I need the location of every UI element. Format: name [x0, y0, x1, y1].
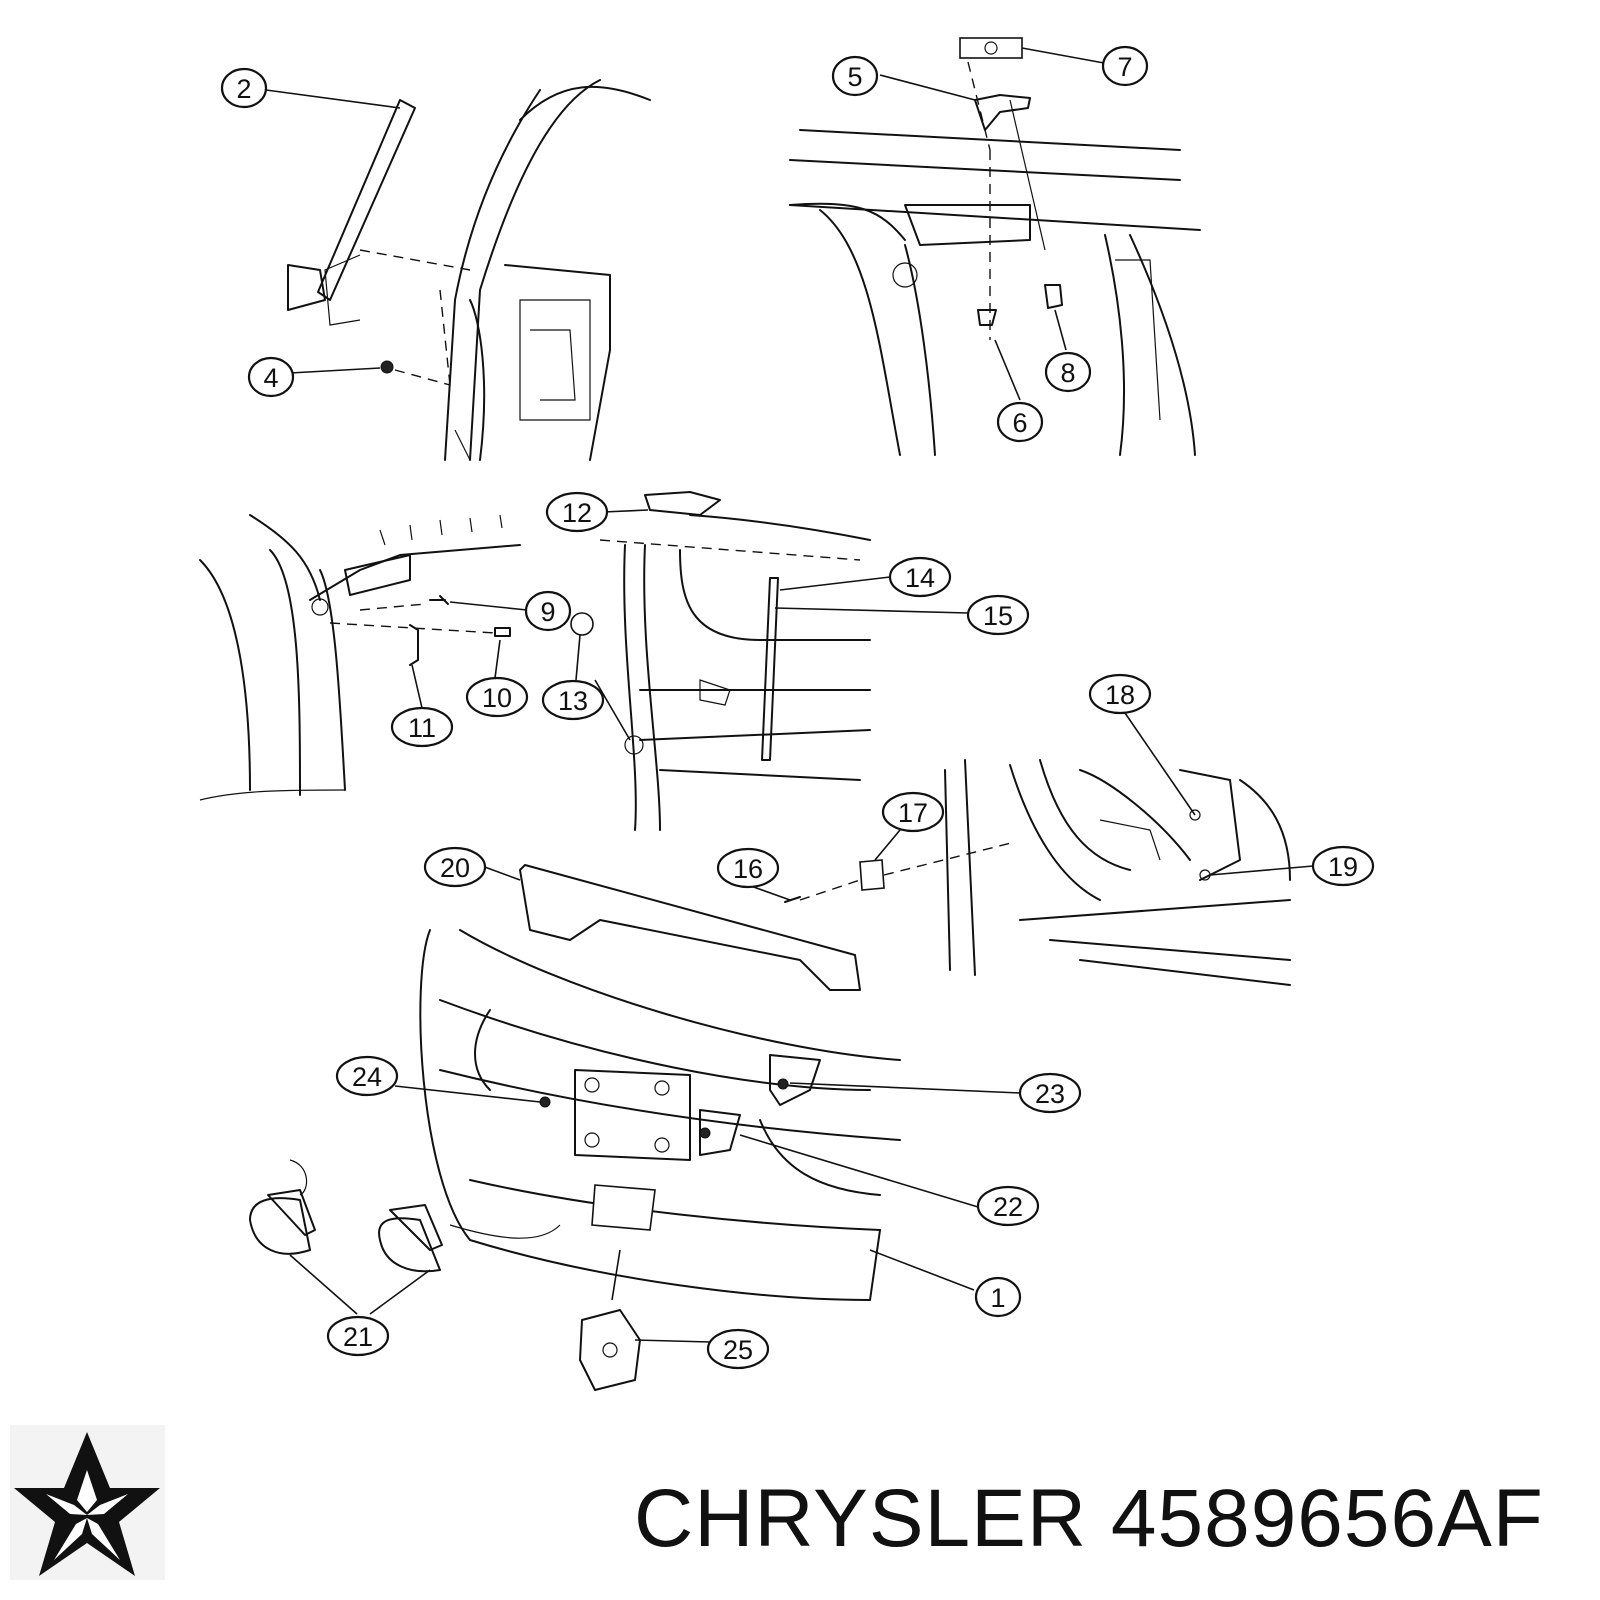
callout-11: 11 [390, 706, 454, 748]
callout-18: 18 [1088, 673, 1152, 715]
callout-label: 13 [558, 686, 588, 716]
callout-15: 15 [966, 594, 1030, 636]
callout-19: 19 [1311, 845, 1375, 887]
callout-label: 4 [263, 363, 278, 393]
callout-label: 6 [1012, 408, 1027, 438]
callout-label: 18 [1105, 680, 1135, 710]
callout-4: 4 [247, 356, 295, 398]
panel-liftgate-lower [249, 864, 901, 1391]
part-number: 4589656AF [1110, 1473, 1544, 1564]
callout-label: 16 [733, 854, 763, 884]
callout-6: 6 [996, 401, 1044, 443]
chrysler-pentastar-icon [10, 1425, 165, 1580]
callout-1: 1 [974, 1276, 1022, 1318]
panel-liftgate-side [287, 79, 651, 461]
callout-20: 20 [423, 846, 487, 888]
callout-23: 23 [1018, 1072, 1082, 1114]
callout-24: 24 [335, 1055, 399, 1097]
callout-label: 10 [482, 683, 512, 713]
callout-label: 14 [905, 563, 935, 593]
callout-label: 1 [990, 1283, 1005, 1313]
callout-14: 14 [888, 556, 952, 598]
callout-label: 19 [1328, 852, 1358, 882]
callout-label: 21 [343, 1322, 373, 1352]
callout-16: 16 [716, 847, 780, 889]
callout-9: 9 [524, 590, 572, 632]
callout-13: 13 [541, 679, 605, 721]
callout-label: 8 [1060, 358, 1075, 388]
callout-17: 17 [881, 791, 945, 833]
callout-label: 11 [408, 713, 436, 743]
callout-10: 10 [465, 676, 529, 718]
callout-21: 21 [326, 1315, 390, 1357]
callout-label: 23 [1035, 1079, 1065, 1109]
callout-label: 12 [562, 498, 592, 528]
callout-7: 7 [1101, 45, 1149, 87]
callout-label: 22 [993, 1192, 1023, 1222]
footer-title: CHRYSLER 4589656AF [634, 1472, 1574, 1582]
panel-d-pillar [199, 514, 521, 801]
panel-rear-floor [784, 759, 1291, 986]
callout-5: 5 [831, 55, 879, 97]
panel-roof [789, 37, 1201, 456]
callout-label: 7 [1117, 52, 1132, 82]
leader-lines [265, 47, 1314, 1343]
callout-2: 2 [220, 67, 268, 109]
callout-label: 25 [723, 1335, 753, 1365]
callout-25: 25 [706, 1328, 770, 1370]
callout-12: 12 [545, 491, 609, 533]
brand-name: CHRYSLER [634, 1473, 1088, 1564]
callout-8: 8 [1044, 351, 1092, 393]
callout-22: 22 [976, 1185, 1040, 1227]
callout-label: 5 [847, 62, 862, 92]
callout-label: 17 [898, 798, 928, 828]
panel-strut [570, 491, 871, 831]
callout-label: 15 [983, 601, 1013, 631]
callout-label: 20 [440, 853, 470, 883]
callout-label: 9 [540, 597, 555, 627]
callout-label: 24 [352, 1062, 382, 1092]
callout-label: 2 [236, 74, 251, 104]
